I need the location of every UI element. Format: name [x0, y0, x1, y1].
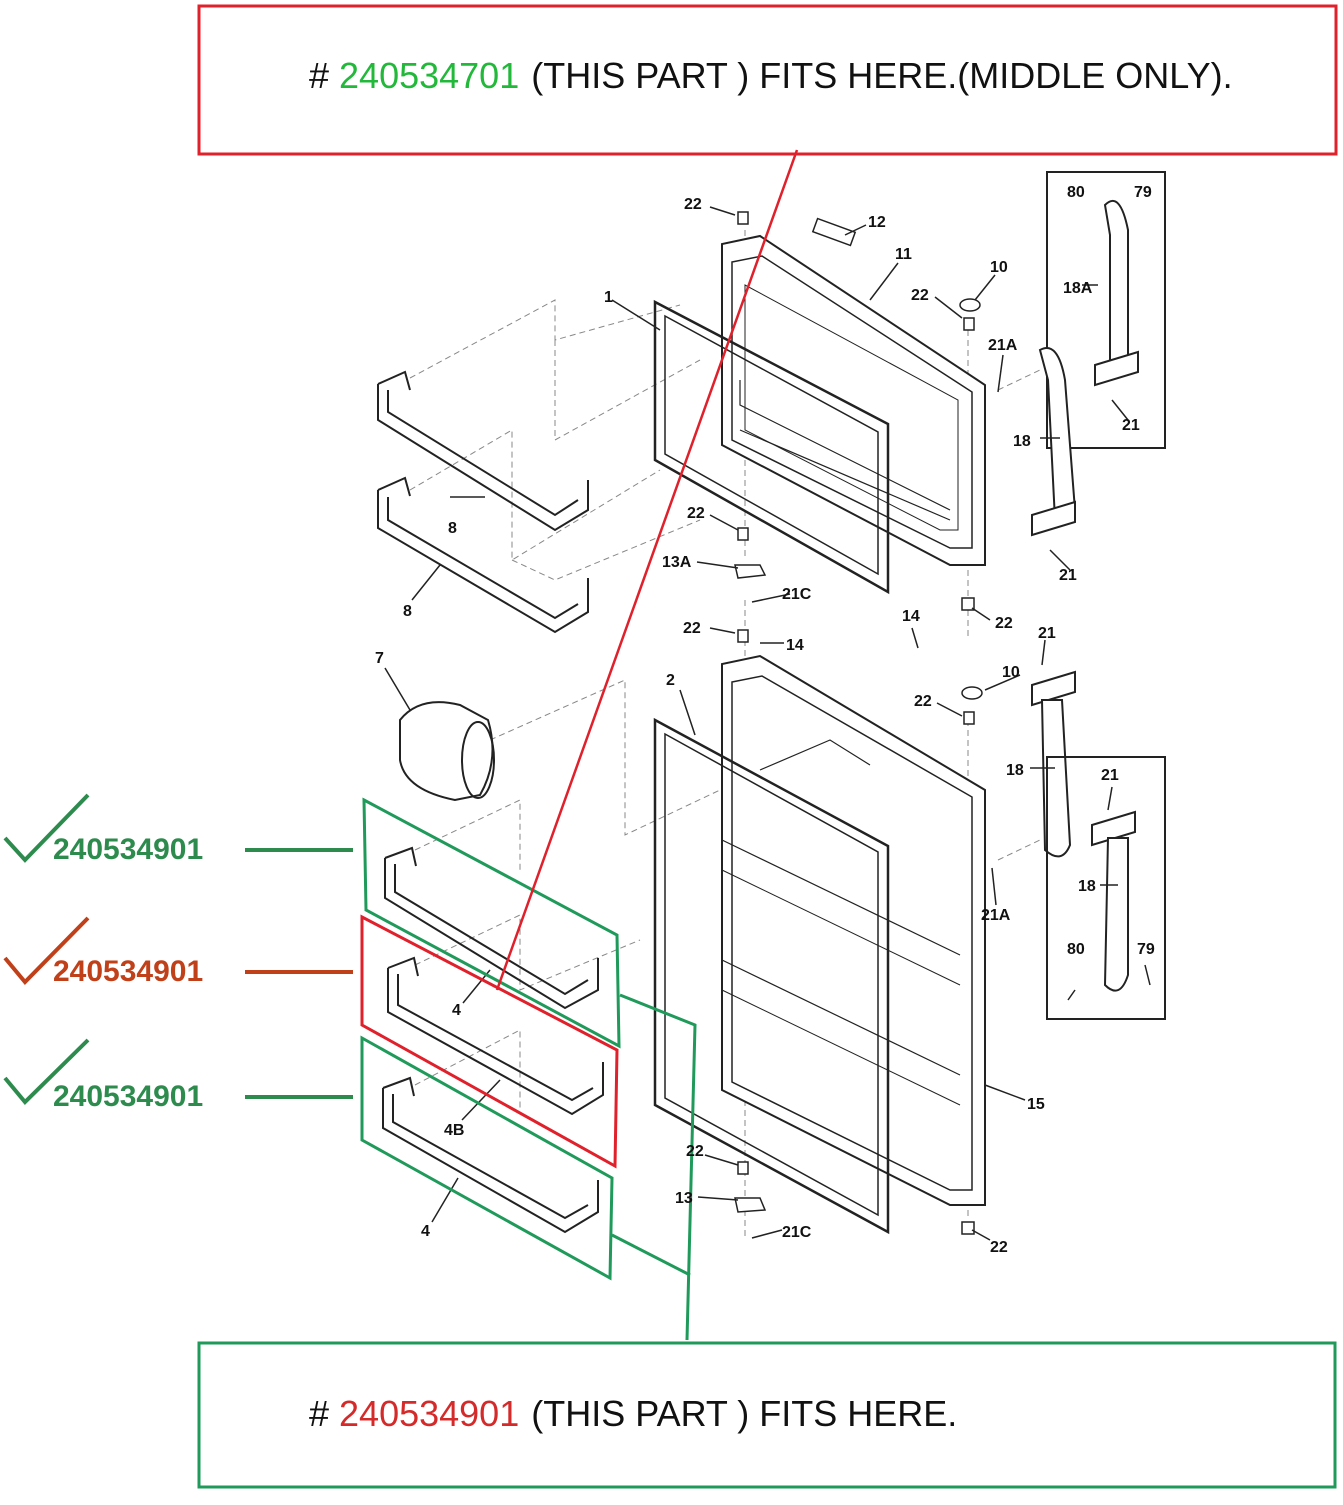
handles: [1031, 171, 1166, 1020]
fresh-door-bins: [382, 846, 604, 1234]
callout-4: 4: [421, 1223, 430, 1240]
side-label-middle: 240534901: [53, 955, 204, 988]
callout-21c: 21C: [782, 586, 812, 603]
red-connector-line: [495, 149, 799, 991]
callout-numbers: 22 12 11 10 22 1 21A 18 80 79 18A 21 8 2…: [375, 184, 1155, 1256]
callout-18: 18: [1013, 433, 1031, 450]
checkmark-icon: [3, 793, 90, 863]
part-number: 240534901: [339, 1393, 520, 1434]
callout-21a: 21A: [981, 907, 1011, 924]
callout-21a: 21A: [988, 337, 1018, 354]
callout-22: 22: [687, 505, 705, 522]
callout-21: 21: [1038, 625, 1056, 642]
fresh-food-door: [721, 654, 986, 1206]
callout-80: 80: [1067, 184, 1085, 201]
banner-caption: (THIS PART ) FITS HERE.: [531, 1393, 958, 1434]
bottom-banner-text: #240534901 (THIS PART ) FITS HERE.: [309, 1393, 957, 1435]
callout-11: 11: [895, 246, 912, 263]
bin-top-highlight: [362, 797, 621, 1049]
callout-4: 4: [452, 1002, 461, 1019]
callout-18: 18: [1006, 762, 1024, 779]
callout-14: 14: [786, 637, 804, 654]
callout-79: 79: [1137, 941, 1155, 958]
green-connector-line: [619, 993, 697, 1341]
bin-bottom-highlight: [360, 1035, 614, 1281]
callout-22: 22: [990, 1239, 1008, 1256]
callout-22: 22: [914, 693, 932, 710]
top-banner-frame: [197, 4, 1338, 156]
bottom-banner-frame: [197, 1341, 1337, 1489]
callout-21: 21: [1122, 417, 1140, 434]
callout-1: 1: [604, 289, 613, 306]
top-banner-text: #240534701 (THIS PART ) FITS HERE.(MIDDLE…: [309, 55, 1233, 97]
callout-79: 79: [1134, 184, 1152, 201]
callout-22: 22: [684, 196, 702, 213]
part-number: 240534701: [339, 55, 520, 96]
callout-80: 80: [1067, 941, 1085, 958]
freezer-door-bins: [377, 370, 589, 634]
callout-10: 10: [1002, 664, 1020, 681]
freezer-door: [721, 234, 986, 566]
callout-10: 10: [990, 259, 1008, 276]
callout-12: 12: [868, 214, 886, 231]
callout-18a: 18A: [1063, 280, 1093, 297]
checkmark-icon: [3, 1038, 90, 1105]
callout-7: 7: [375, 650, 384, 667]
callout-21c: 21C: [782, 1224, 812, 1241]
checkmark-icon: [3, 916, 90, 985]
fresh-food-gasket: [653, 717, 890, 1235]
bin-middle-highlight: [360, 914, 619, 1169]
leader-lines: [384, 206, 1151, 1241]
callout-4b: 4B: [444, 1122, 464, 1139]
callout-18: 18: [1078, 878, 1096, 895]
hardware: [734, 211, 983, 1235]
hash-symbol: #: [309, 55, 330, 96]
callout-22: 22: [995, 615, 1013, 632]
callout-8: 8: [403, 603, 412, 620]
side-label-bottom: 240534901: [53, 1080, 204, 1113]
callout-22: 22: [686, 1143, 704, 1160]
green-connector-line-2: [611, 1233, 691, 1277]
callout-15: 15: [1027, 1096, 1045, 1113]
dairy-compartment: [399, 701, 495, 802]
banner-caption: (THIS PART ) FITS HERE.(MIDDLE ONLY).: [531, 55, 1233, 96]
callout-2: 2: [666, 672, 675, 689]
callout-22: 22: [683, 620, 701, 637]
freezer-gasket: [653, 299, 890, 595]
callout-21: 21: [1101, 767, 1119, 784]
callout-8: 8: [448, 520, 457, 537]
callout-13: 13: [675, 1190, 693, 1207]
callout-14: 14: [902, 608, 920, 625]
side-label-top: 240534901: [53, 833, 204, 866]
callout-13a: 13A: [662, 554, 692, 571]
callout-22: 22: [911, 287, 929, 304]
hash-symbol: #: [309, 1393, 330, 1434]
callout-21: 21: [1059, 567, 1077, 584]
